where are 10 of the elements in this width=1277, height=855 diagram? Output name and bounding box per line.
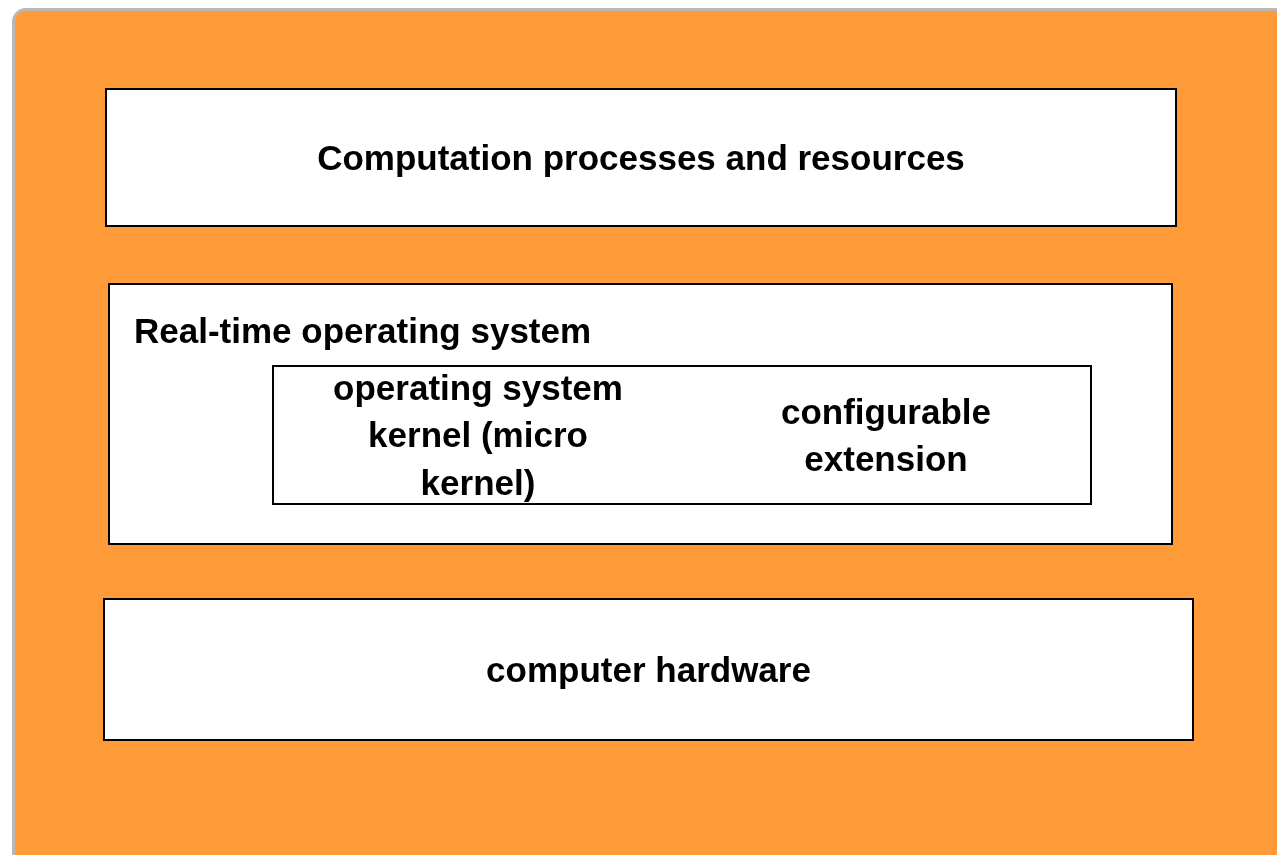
layer-label: configurable extension — [780, 390, 992, 480]
layer-box — [103, 598, 1194, 741]
layer-label: operating system kernel (micro kernel) — [332, 367, 624, 504]
layer-box — [108, 283, 1173, 545]
layer-label: Computation processes and resources — [316, 136, 966, 179]
layer-box — [272, 365, 684, 505]
layer-heading: Real-time operating system — [134, 310, 592, 352]
layer-box — [682, 365, 1092, 505]
layer-box — [105, 88, 1177, 227]
layer-label: computer hardware — [485, 648, 812, 691]
